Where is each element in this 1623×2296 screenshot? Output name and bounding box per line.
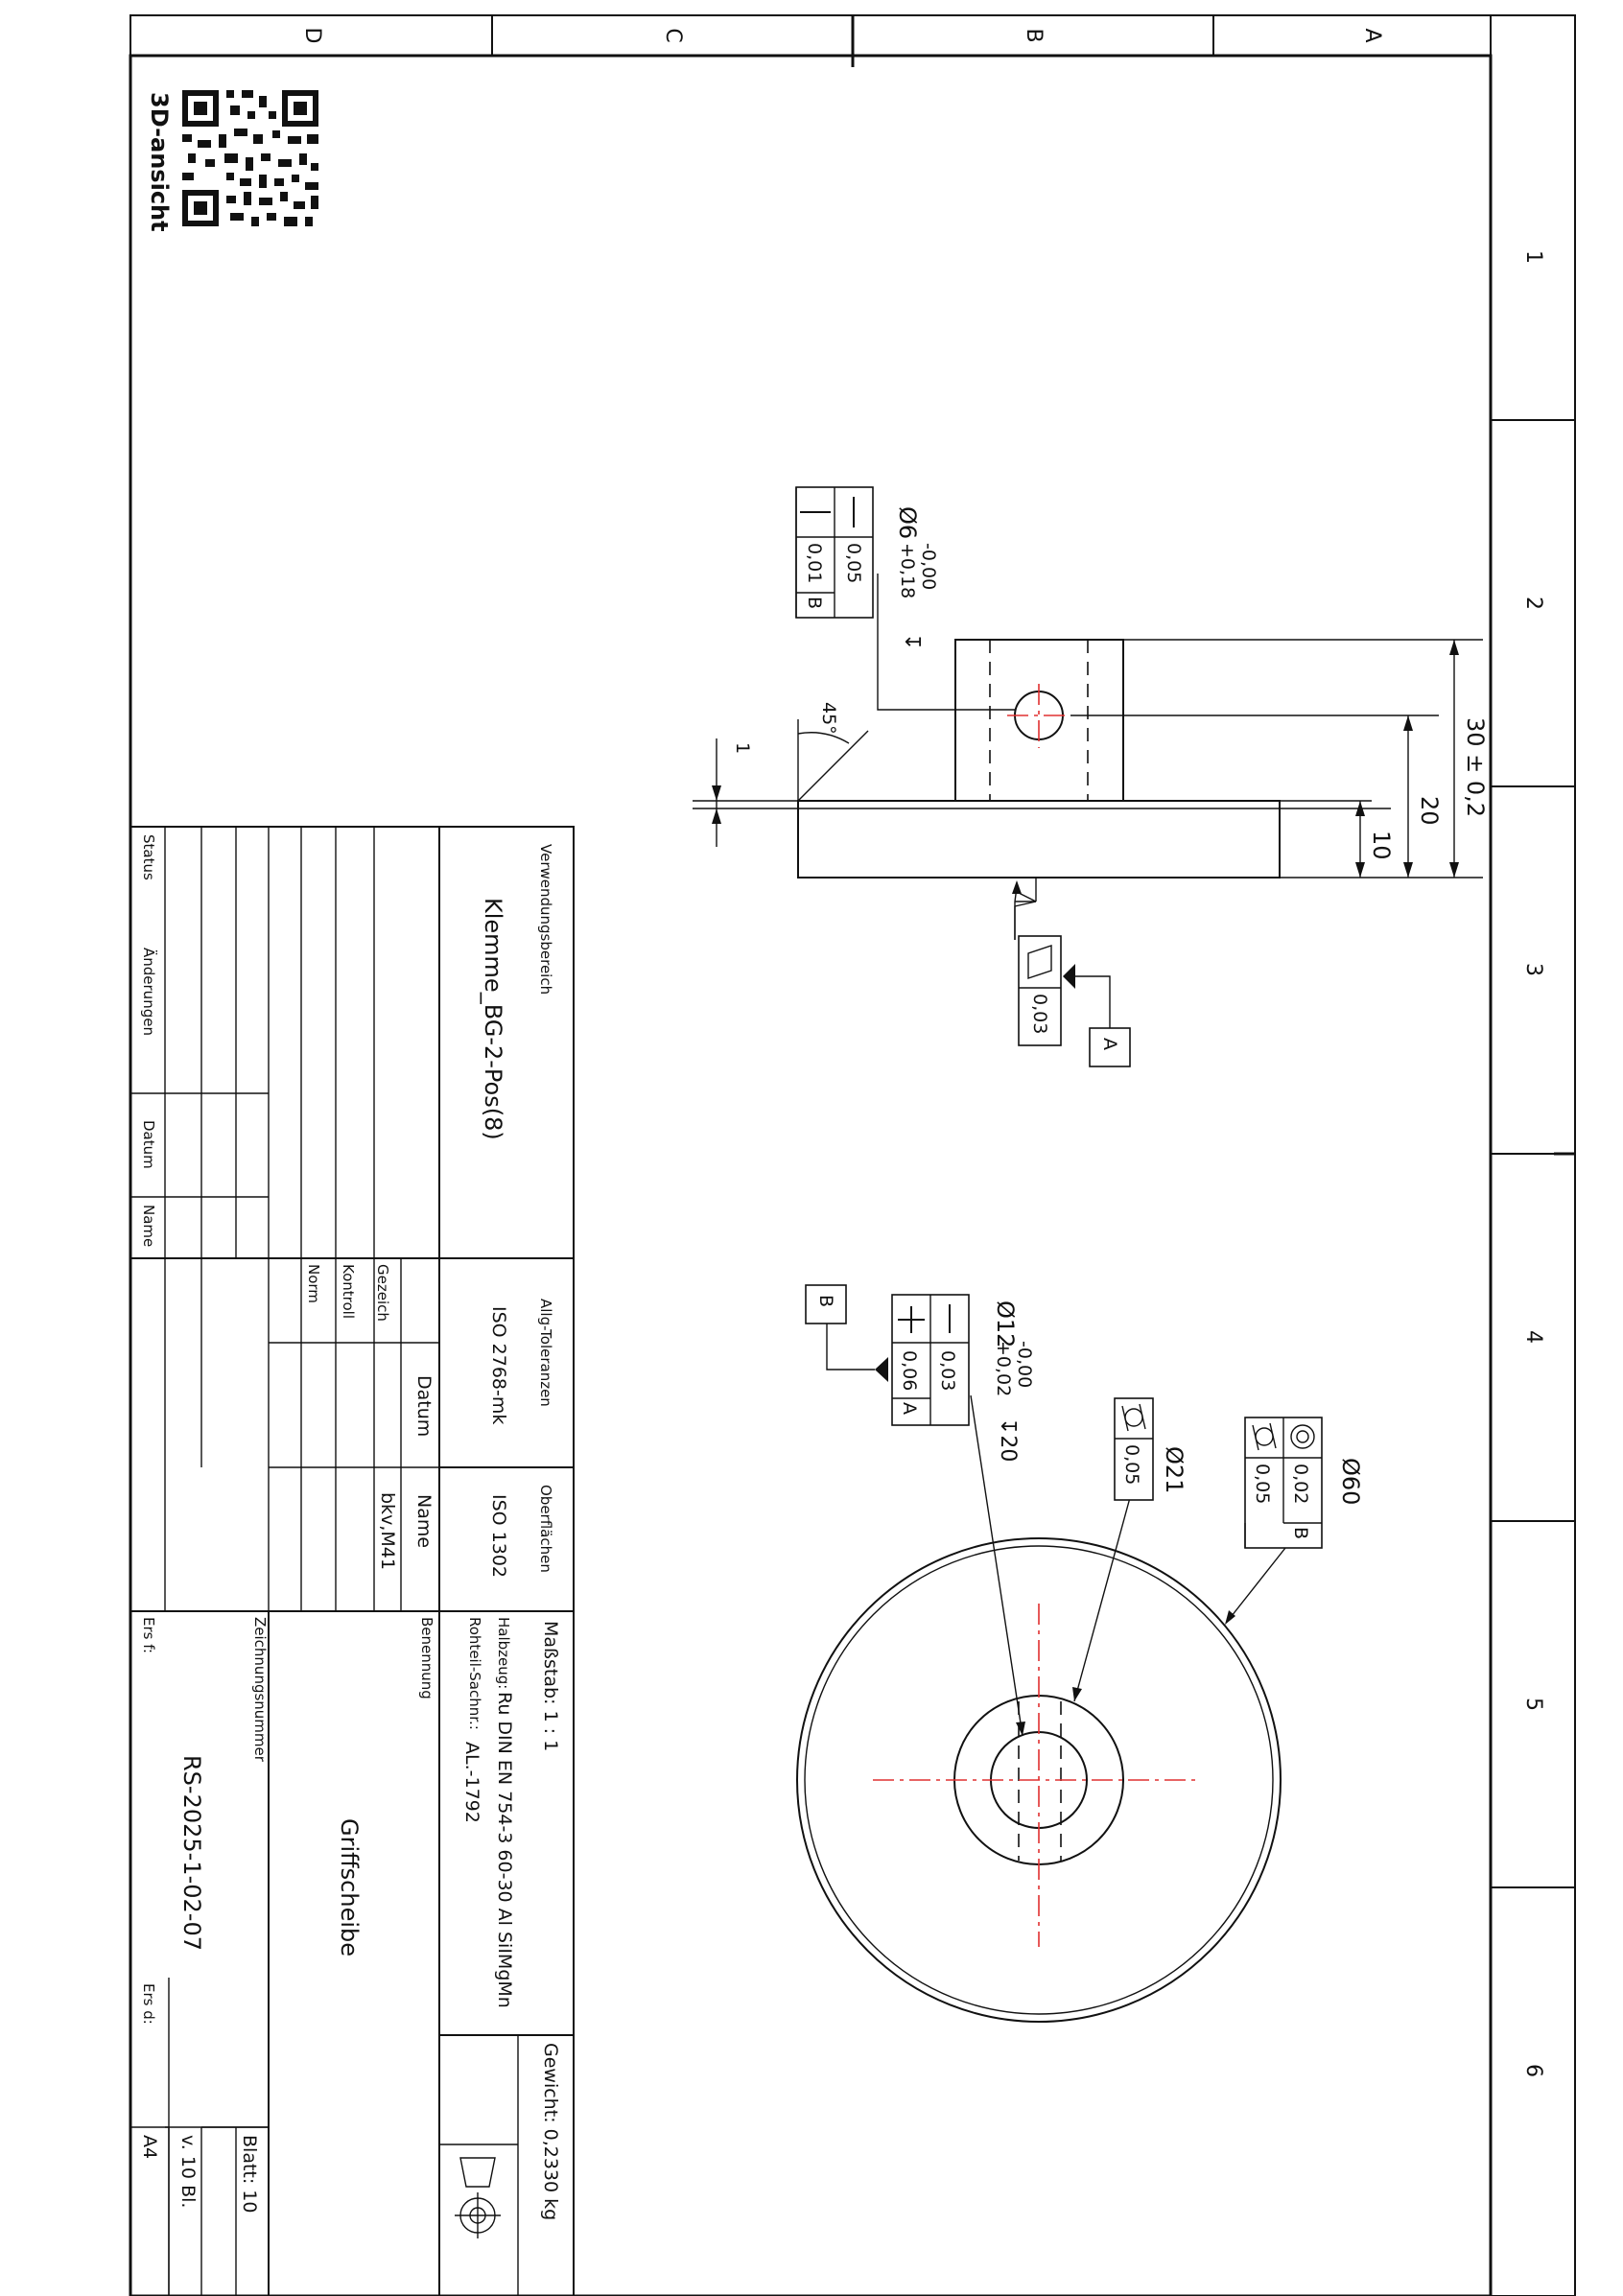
zone-number-2: 2: [1521, 597, 1545, 610]
qr-code[interactable]: [182, 90, 318, 226]
svg-text:+0,02: +0,02: [993, 1341, 1014, 1396]
dim-10: 10: [1368, 831, 1395, 860]
dim-30: 30 ± 0,2: [1462, 717, 1489, 817]
allg-tol-label: Allg-Toleranzen: [537, 1299, 554, 1407]
svg-text:0,06: 0,06: [899, 1350, 920, 1391]
gezeich-label: Gezeich: [374, 1264, 391, 1322]
title-block: [129, 826, 575, 2296]
qr-label: 3D-ansicht: [146, 92, 173, 232]
svg-text:0,02: 0,02: [1290, 1464, 1311, 1504]
svg-text:+0,18: +0,18: [897, 543, 918, 598]
benennung: Griffscheibe: [336, 1818, 363, 1956]
svg-text:-0,00: -0,00: [918, 543, 939, 590]
oberflaechen-label: Oberflächen: [537, 1485, 554, 1573]
zone-letter-c: C: [661, 28, 685, 42]
svg-text:A: A: [1099, 1038, 1120, 1050]
verwendungsbereich: Klemme_BG-2-Pos(8): [480, 898, 506, 1140]
von-blatt: v. 10 Bl.: [177, 2135, 199, 2208]
datum-col-label: Datum: [413, 1375, 435, 1437]
zone-number-6: 6: [1521, 2064, 1545, 2077]
rev-aenderungen: Änderungen: [140, 948, 158, 1036]
format: A4: [139, 2135, 160, 2159]
norm-label: Norm: [305, 1264, 322, 1303]
ers-f: Ers f:: [140, 1617, 157, 1653]
fcf-flatness: 0,03: [1018, 935, 1062, 1046]
ers-d: Ers d:: [140, 1983, 157, 2025]
fcf-hole: 0,05 0,01 B: [795, 486, 874, 619]
verwendungsbereich-label: Verwendungsbereich: [537, 844, 554, 995]
flange-outline: [797, 800, 1281, 879]
cylindricity-icon: [1121, 1403, 1146, 1432]
chamfer-angle: 45°: [818, 702, 839, 735]
blatt: Blatt: 10: [239, 2135, 260, 2213]
gewicht: Gewicht: 0,2330 kg: [540, 2043, 561, 2220]
rohteil-label: Rohteil-Sachnr.:: [466, 1617, 483, 1730]
fcf-bore: 0,03 0,06 A: [891, 1294, 970, 1426]
zone-letter-b: B: [1022, 28, 1046, 42]
fcf-outer: 0,02 B 0,05: [1244, 1417, 1323, 1549]
zeichnungsnummer-label: Zeichnungsnummer: [251, 1617, 269, 1763]
svg-text:B: B: [815, 1295, 836, 1307]
halbzeug-label: Halbzeug:: [495, 1617, 512, 1689]
svg-text:0,03: 0,03: [1029, 994, 1050, 1034]
rev-name: Name: [140, 1205, 157, 1247]
outer-dia: Ø60: [1337, 1458, 1364, 1505]
rev-status: Status: [140, 834, 157, 880]
svg-text:Ø6: Ø6: [894, 506, 921, 539]
perpendicularity-icon: [898, 1306, 925, 1333]
zeichnungsnummer: RS-2025-1-02-07: [178, 1755, 205, 1951]
zone-number-4: 4: [1521, 1330, 1545, 1344]
title-block-text: Verwendungsbereich Klemme_BG-2-Pos(8) Al…: [139, 834, 561, 2220]
front-view: [796, 1322, 1286, 2023]
svg-text:B: B: [1290, 1527, 1311, 1539]
benennung-label: Benennung: [418, 1617, 435, 1699]
projection-symbol-icon: [455, 2157, 501, 2238]
kontroll-label: Kontroll: [340, 1264, 357, 1319]
zone-letter-d: D: [300, 28, 324, 44]
zone-number-1: 1: [1521, 250, 1545, 264]
svg-text:Ø12: Ø12: [992, 1300, 1019, 1347]
hub-outline: [954, 639, 1124, 802]
datum-b: B: [805, 1284, 847, 1324]
rev-datum: Datum: [140, 1120, 157, 1169]
svg-text:0,05: 0,05: [843, 543, 864, 583]
name-col-label: Name: [413, 1494, 435, 1548]
datum-a: A: [1089, 1027, 1131, 1067]
cylindricity-icon: [1252, 1422, 1277, 1451]
zone-letters: D C B A: [300, 28, 1384, 44]
svg-text:0,05: 0,05: [1121, 1444, 1142, 1485]
massstab: Maßstab: 1 : 1: [540, 1621, 561, 1751]
dim-20: 20: [1416, 796, 1443, 826]
halbzeug: Ru DIN EN 754-3 60-30 Al SiIMgMn: [494, 1692, 515, 2008]
concentricity-icon: [1290, 1424, 1315, 1449]
svg-text:A: A: [899, 1402, 920, 1415]
bore-callout: Ø12 +0,02 -0,00 ↧20: [992, 1300, 1035, 1462]
rohteil: AL.-1792: [461, 1742, 482, 1823]
svg-text:0,03: 0,03: [937, 1350, 958, 1391]
zone-number-3: 3: [1521, 963, 1545, 976]
flatness-icon: [1027, 945, 1052, 979]
svg-text:↧20: ↧20: [996, 1417, 1020, 1462]
svg-text:0,05: 0,05: [1252, 1464, 1273, 1504]
svg-text:B: B: [804, 597, 825, 609]
gezeich-name: bkv,M41: [377, 1492, 398, 1570]
allg-tol: ISO 2768-mk: [488, 1306, 509, 1424]
svg-text:↧: ↧: [900, 633, 924, 650]
hub-dia: Ø21: [1161, 1446, 1188, 1493]
outer-circle: [796, 1537, 1282, 2023]
svg-text:-0,00: -0,00: [1014, 1341, 1035, 1388]
hole-callout: Ø6 +0,18 -0,00 ↧: [894, 506, 939, 650]
side-view: [693, 574, 1483, 1028]
svg-text:0,01: 0,01: [804, 543, 825, 583]
chamfer-size: 1: [732, 742, 753, 754]
zone-letter-a: A: [1360, 28, 1384, 42]
oberflaechen: ISO 1302: [488, 1494, 509, 1578]
fcf-hub: 0,05: [1114, 1397, 1154, 1501]
zone-numbers: 1 2 3 4 5 6: [1521, 250, 1545, 2077]
zone-number-5: 5: [1521, 1698, 1545, 1711]
